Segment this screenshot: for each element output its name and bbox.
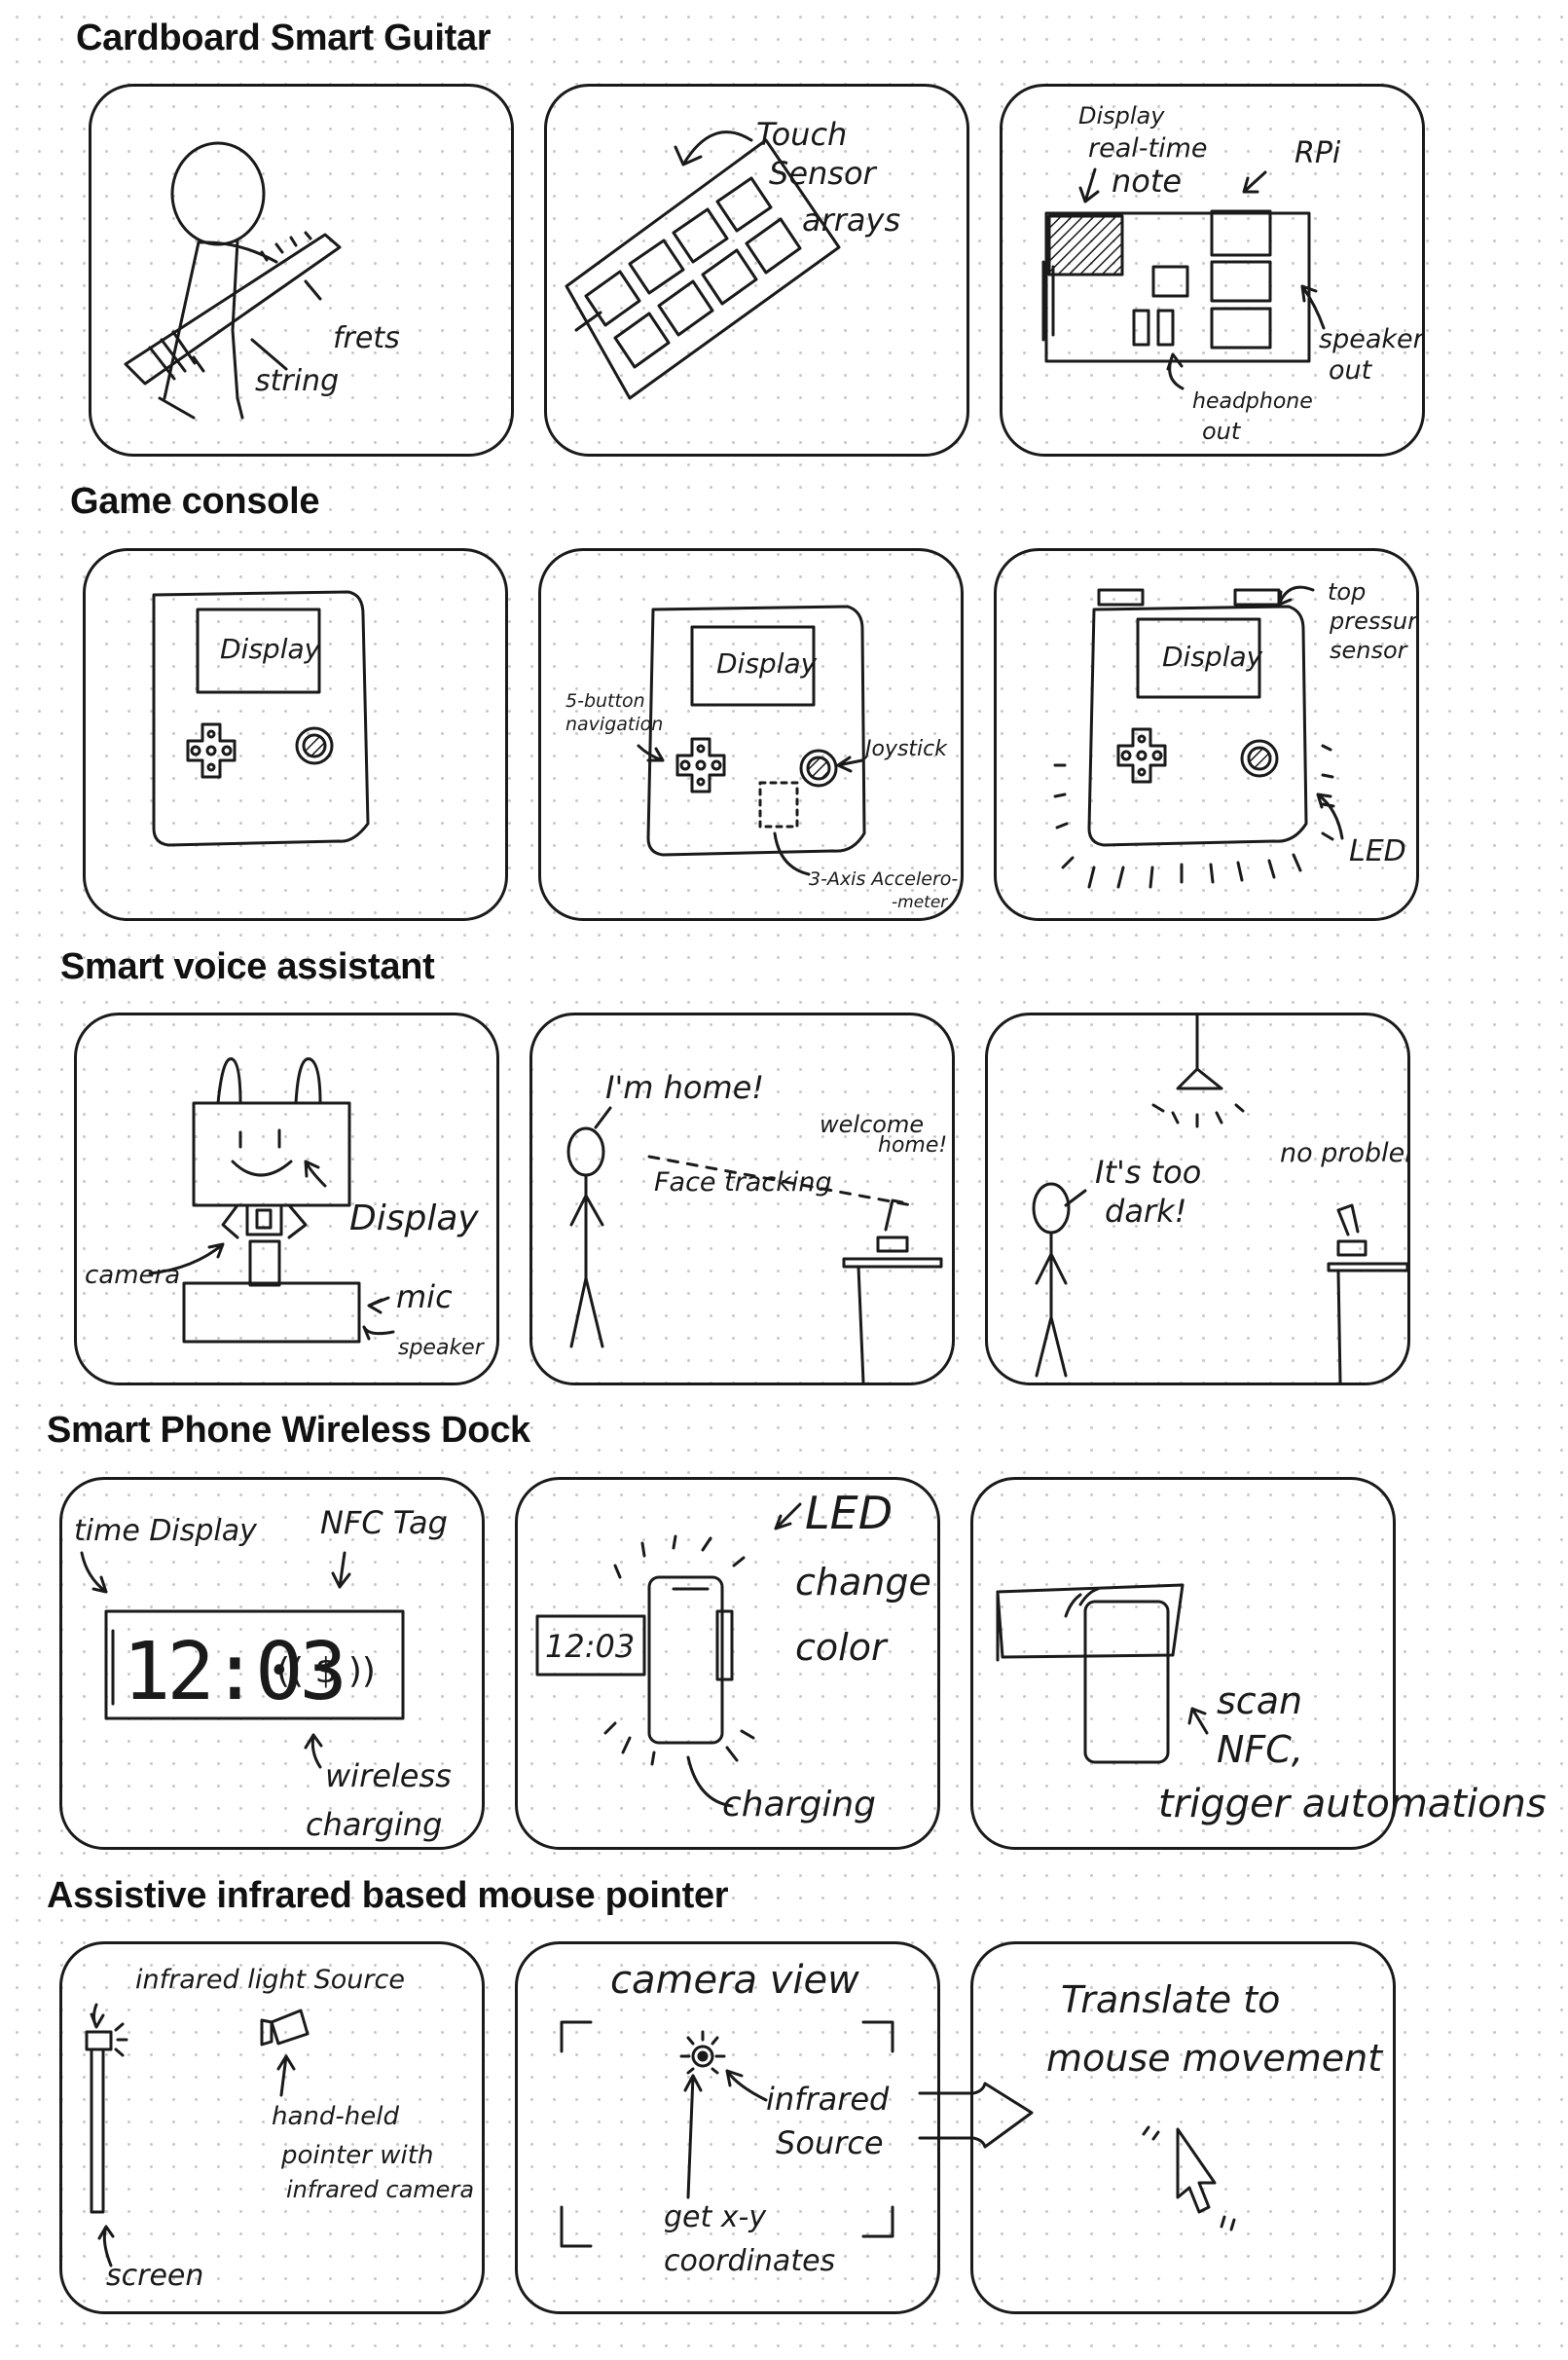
sketch-dock-charging: 12:03 LED change color charging: [535, 1487, 931, 1825]
label-speaker-out: out: [1329, 355, 1373, 386]
label-pressure: pressure: [1329, 608, 1416, 635]
label-pointer-with: pointer with: [280, 2141, 433, 2170]
arrow-to-mouse-movement: [918, 2082, 1034, 2149]
label-no-problem: no problem!: [1280, 1138, 1407, 1168]
sketch-too-dark-light: It's too dark! no problem!: [1032, 1015, 1407, 1383]
label-top: top: [1328, 578, 1366, 606]
label-source: Source: [776, 2124, 884, 2161]
label-charging: charging: [722, 1785, 876, 1825]
label-5-button: 5-button: [565, 690, 645, 712]
label-arrays: arrays: [802, 202, 900, 239]
sketch-dock-scan: scan NFC,: [996, 1583, 1303, 1771]
sketch-face-tracking: I'm home! Face tracking welcome home!: [566, 1069, 947, 1383]
label-rpi: RPi: [1295, 136, 1341, 170]
infrared-panel-setup: infrared light Source hand-held pointer …: [59, 1941, 485, 2314]
dock-panel-scan-nfc: scan NFC,: [970, 1477, 1396, 1850]
label-speaker: speaker: [398, 1336, 486, 1360]
guitar-panel-person-playing: frets string: [89, 84, 514, 457]
label-display: Display: [349, 1198, 479, 1238]
sketch-touch-sensor-arrays: Touch Sensor arrays: [565, 116, 900, 400]
assistant-panel-face-tracking: I'm home! Face tracking welcome home!: [529, 1013, 955, 1385]
section-title-assistive-infrared-mouse-pointer: Assistive infrared based mouse pointer: [47, 1875, 729, 1916]
label-translate-to: Translate to: [1061, 1978, 1280, 2021]
label-led: LED: [805, 1487, 893, 1539]
label-display: Display: [1078, 102, 1165, 129]
label-mouse-movement: mouse movement: [1046, 2037, 1384, 2080]
sketch-console-annotated: Display 5-button navigation Joystick 3-A…: [565, 605, 958, 912]
sketch-rpi-board: Display real-time note RPi speaker out h…: [1041, 102, 1422, 445]
sketch-mouse-cursor: Translate to mouse movement: [1046, 1978, 1384, 2231]
infrared-panel-camera-view: camera view infrared Source get x-y coor…: [515, 1941, 940, 2314]
console-panel-led-pressure: Display top pressure sensor LED: [994, 548, 1419, 921]
label-joystick: Joystick: [861, 737, 948, 761]
assistant-panel-too-dark: It's too dark! no problem!: [985, 1013, 1410, 1385]
label-string: string: [255, 364, 339, 398]
label-dock-time: 12:03: [545, 1628, 635, 1665]
label-dark: dark!: [1105, 1193, 1186, 1230]
label-get-xy: get x-y: [664, 2200, 767, 2234]
label-camera-view: camera view: [610, 1958, 859, 2003]
sketch-person-with-guitar: frets string: [124, 141, 400, 420]
console-panel-annotated: Display 5-button navigation Joystick 3-A…: [538, 548, 964, 921]
section-title-smart-phone-wireless-dock: Smart Phone Wireless Dock: [47, 1410, 530, 1451]
section-title-smart-voice-assistant: Smart voice assistant: [60, 946, 435, 987]
dock-panel-led-charging: 12:03 LED change color charging: [515, 1477, 940, 1850]
label-its-too: It's too: [1095, 1154, 1201, 1191]
label-navigation: navigation: [565, 714, 663, 735]
label-home: home!: [878, 1133, 947, 1158]
label-wireless: wireless: [325, 1757, 452, 1794]
label-face-tracking: Face tracking: [654, 1167, 832, 1198]
console-panel-basic: Display: [83, 548, 508, 921]
label-color: color: [795, 1626, 889, 1669]
label-nfc-symbol: (( $ )): [276, 1651, 376, 1691]
label-meter: -meter: [892, 893, 948, 912]
infrared-panel-mouse-movement: Translate to mouse movement: [970, 1941, 1396, 2314]
label-charging: charging: [306, 1806, 442, 1843]
label-real-time: real-time: [1088, 133, 1208, 164]
sketch-voice-assistant-device: Display camera mic speaker: [85, 1057, 486, 1360]
label-display: Display: [1162, 641, 1263, 673]
guitar-panel-raspberry-pi: Display real-time note RPi speaker out h…: [1000, 84, 1425, 457]
label-im-home: I'm home!: [605, 1069, 764, 1106]
section-title-cardboard-smart-guitar: Cardboard Smart Guitar: [76, 18, 492, 58]
label-sensor: sensor: [1330, 637, 1409, 664]
section-title-game-console: Game console: [70, 481, 320, 522]
label-headphone: headphone: [1192, 389, 1313, 414]
label-note: note: [1112, 163, 1182, 200]
label-nfc: NFC,: [1217, 1728, 1303, 1771]
label-hand-held: hand-held: [272, 2102, 399, 2131]
label-camera: camera: [85, 1261, 180, 1290]
label-nfc-tag: NFC Tag: [320, 1504, 448, 1541]
dock-panel-time-display: 12:03 (( $ )) time Display NFC Tag wirel…: [59, 1477, 485, 1850]
label-display: Display: [716, 647, 818, 680]
label-time-display: time Display: [74, 1514, 258, 1548]
assistant-panel-device: Display camera mic speaker: [74, 1013, 499, 1385]
sketch-dock-clock: 12:03 (( $ )) time Display NFC Tag wirel…: [74, 1504, 452, 1843]
label-speaker: speaker: [1319, 324, 1422, 354]
sketch-console-basic: Display: [152, 590, 370, 847]
label-coordinates: coordinates: [664, 2244, 835, 2278]
label-screen: screen: [106, 2259, 203, 2293]
label-clock-time: 12:03: [123, 1626, 344, 1718]
label-mic: mic: [396, 1278, 453, 1315]
sketch-console-led: Display top pressure sensor LED: [1053, 578, 1416, 889]
label-led: LED: [1349, 834, 1406, 868]
label-welcome: welcome: [820, 1111, 924, 1138]
sketch-infrared-setup: infrared light Source hand-held pointer …: [85, 1965, 474, 2293]
label-infrared: infrared: [766, 2081, 890, 2118]
label-accelerometer: 3-Axis Accelero-: [809, 868, 958, 890]
label-frets: frets: [333, 321, 400, 355]
label-infrared-camera: infrared camera: [286, 2176, 474, 2203]
sketch-camera-view: camera view infrared Source get x-y coor…: [560, 1958, 894, 2278]
label-headphone-out: out: [1202, 418, 1242, 445]
label-touch: Touch: [756, 116, 847, 153]
label-infrared-light-source: infrared light Source: [135, 1965, 405, 1995]
label-display: Display: [220, 633, 321, 665]
guitar-panel-touch-sensor-arrays: Touch Sensor arrays: [544, 84, 969, 457]
label-trigger-automations: trigger automations: [1158, 1782, 1547, 1826]
label-sensor: Sensor: [769, 155, 878, 192]
label-change: change: [795, 1561, 931, 1604]
label-scan: scan: [1217, 1679, 1302, 1722]
